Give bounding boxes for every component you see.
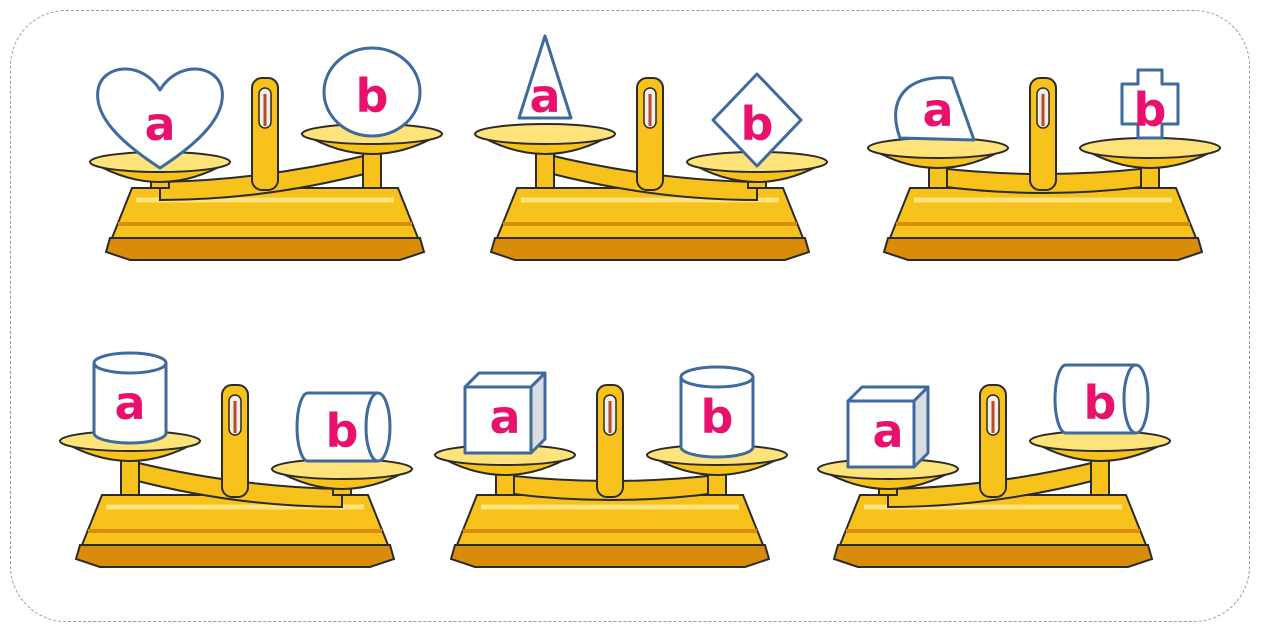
balance-scale-2: ab bbox=[475, 36, 827, 260]
right-label: b bbox=[1084, 376, 1117, 430]
left-label: a bbox=[144, 97, 175, 151]
left-label: a bbox=[872, 404, 903, 458]
left-label: a bbox=[922, 83, 953, 137]
scale-base-foot bbox=[491, 238, 809, 260]
cylinder-end bbox=[1124, 365, 1148, 433]
scale-base-foot bbox=[884, 238, 1202, 260]
scale-base-foot bbox=[76, 545, 394, 567]
balance-scale-4: ab bbox=[60, 353, 412, 567]
left-pan-rim bbox=[868, 138, 1008, 158]
right-pan-rim bbox=[1080, 138, 1220, 158]
cube-side bbox=[914, 387, 928, 467]
right-label: b bbox=[741, 97, 774, 151]
cube-side bbox=[531, 373, 545, 453]
left-label: a bbox=[489, 390, 520, 444]
scale-base bbox=[112, 188, 418, 238]
right-object: b bbox=[297, 393, 390, 461]
cylinder-top bbox=[94, 353, 166, 373]
left-label: a bbox=[529, 69, 560, 123]
left-pan-rim bbox=[475, 124, 615, 144]
scale-base-foot bbox=[451, 545, 769, 567]
balance-scale-1: ab bbox=[90, 48, 442, 260]
left-label: a bbox=[114, 376, 145, 430]
cylinder-top bbox=[681, 367, 753, 387]
left-object: a bbox=[519, 36, 571, 123]
right-object: b bbox=[1122, 70, 1178, 138]
scale-base bbox=[890, 188, 1196, 238]
right-object: b bbox=[681, 367, 753, 457]
right-object: b bbox=[324, 48, 420, 136]
left-object: a bbox=[94, 353, 166, 443]
scale-base bbox=[457, 495, 763, 545]
right-label: b bbox=[1134, 83, 1167, 137]
scale-base bbox=[840, 495, 1146, 545]
left-object: a bbox=[98, 69, 223, 168]
scale-base-foot bbox=[106, 238, 424, 260]
left-object: a bbox=[848, 387, 928, 467]
right-object: b bbox=[1055, 365, 1148, 433]
balance-scale-6: ab bbox=[818, 365, 1170, 567]
right-label: b bbox=[326, 404, 359, 458]
right-label: b bbox=[701, 390, 734, 444]
scale-base-foot bbox=[834, 545, 1152, 567]
cylinder-end bbox=[366, 393, 390, 461]
right-label: b bbox=[356, 69, 389, 123]
left-object: a bbox=[896, 78, 974, 140]
left-object: a bbox=[465, 373, 545, 453]
